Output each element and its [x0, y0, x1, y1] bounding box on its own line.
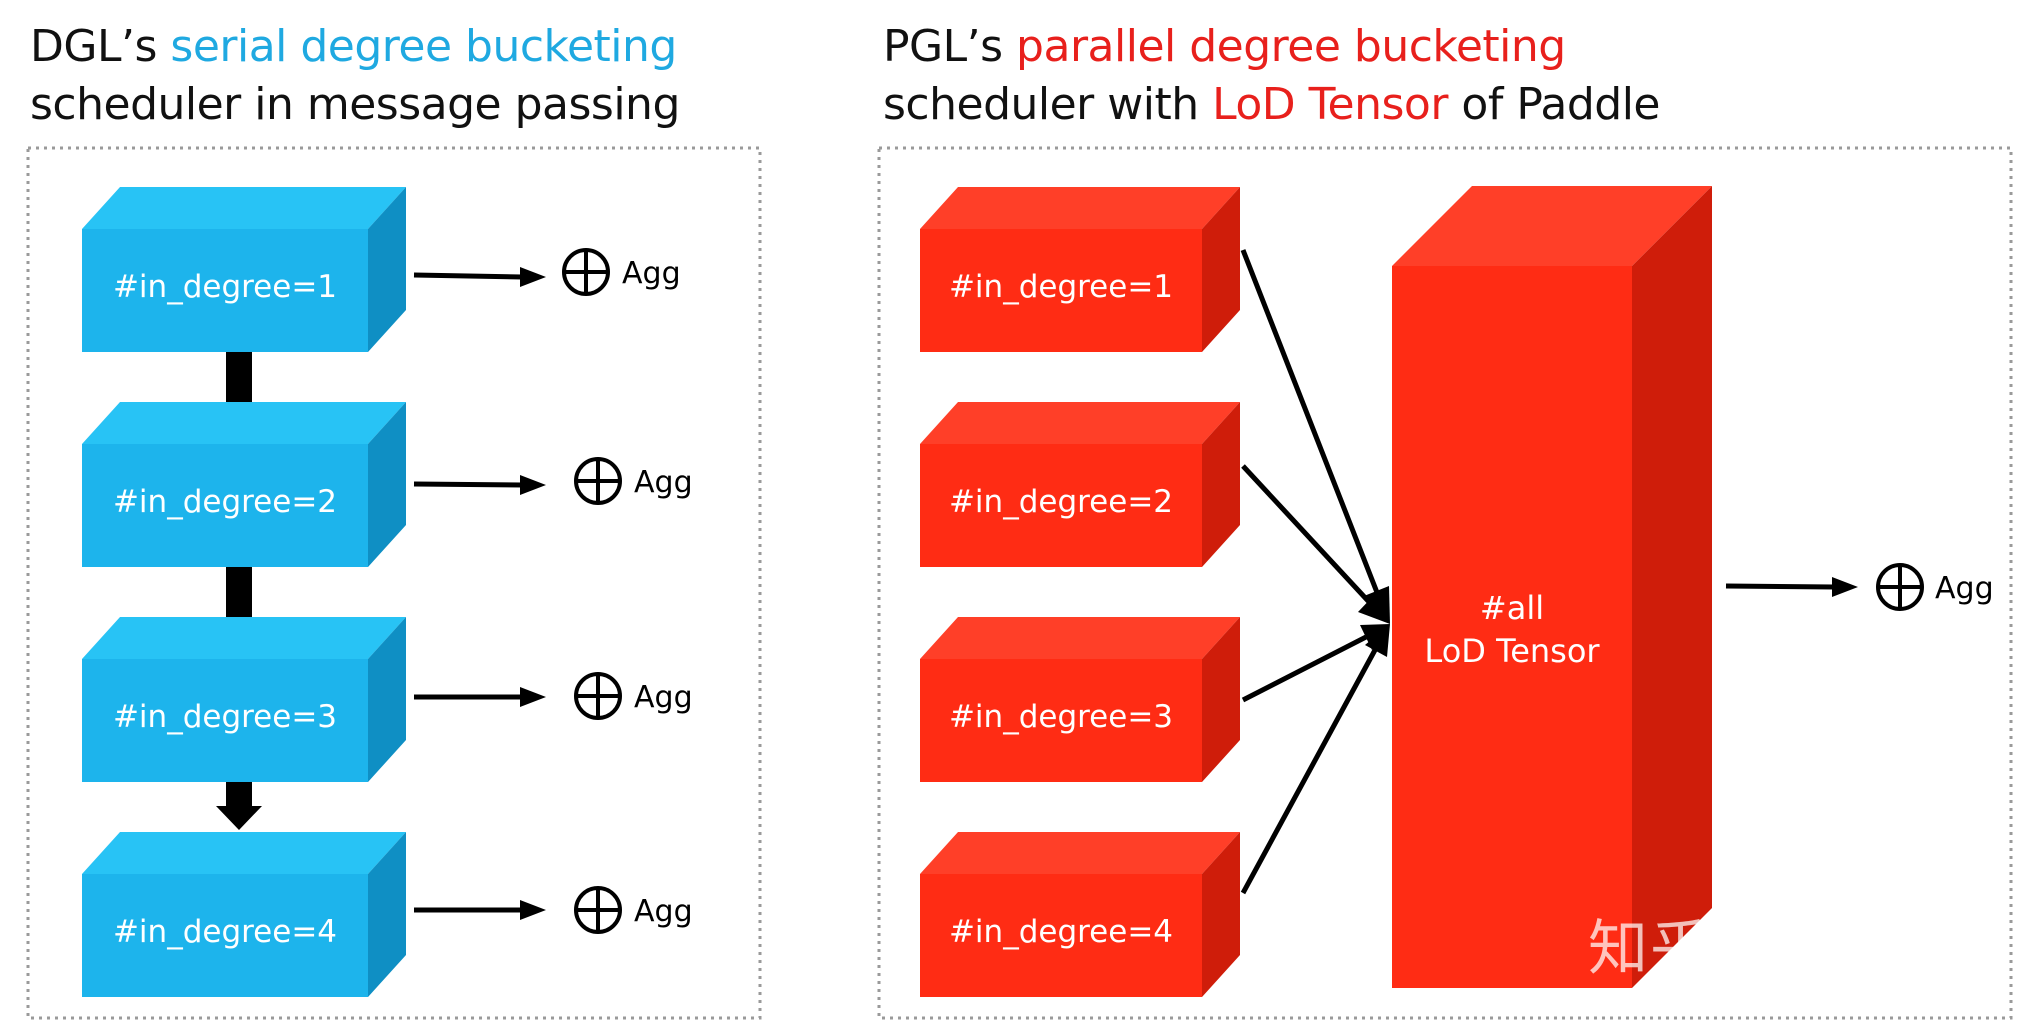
left-agg-2: Agg	[574, 457, 693, 505]
converge-arrow-1	[1240, 249, 1390, 624]
left-block-2: #in_degree=2	[82, 402, 406, 567]
right-title-prefix: PGL’s	[883, 21, 1017, 72]
right-block-3: #in_degree=3	[920, 617, 1240, 782]
left-agg-4: Agg	[574, 886, 693, 934]
right-title-line2-suffix: of Paddle	[1447, 79, 1660, 130]
right-block-2-label: #in_degree=2	[949, 484, 1173, 520]
left-panel-title: DGL’s serial degree bucketing scheduler …	[30, 18, 680, 134]
right-block-4: #in_degree=4	[920, 832, 1240, 997]
left-agg-arrow-2	[413, 475, 546, 495]
right-title-highlight: parallel degree bucketing	[1016, 21, 1566, 72]
lod-tensor-block: #all LoD Tensor	[1392, 186, 1712, 988]
left-block-2-label: #in_degree=2	[113, 484, 337, 520]
right-block-1-label: #in_degree=1	[949, 269, 1173, 305]
left-agg-arrow-4	[414, 900, 546, 920]
right-title-line2-highlight: LoD Tensor	[1212, 79, 1448, 130]
right-agg: Agg	[1876, 563, 1994, 611]
left-agg-1-label: Agg	[622, 256, 681, 291]
right-title-line-2: scheduler with LoD Tensor of Paddle	[883, 76, 1661, 134]
converge-arrow-2	[1241, 464, 1390, 624]
left-agg-3-label: Agg	[634, 680, 693, 715]
converge-arrow-4	[1240, 624, 1390, 895]
left-agg-arrow-3	[414, 687, 546, 707]
right-panel-title: PGL’s parallel degree bucketing schedule…	[883, 18, 1661, 134]
left-agg-3: Agg	[574, 672, 693, 720]
left-agg-1: Agg	[562, 248, 681, 296]
left-title-line-1: DGL’s serial degree bucketing	[30, 18, 680, 76]
left-block-3-label: #in_degree=3	[113, 699, 337, 735]
left-agg-2-label: Agg	[634, 465, 693, 500]
right-title-line2-prefix: scheduler with	[883, 79, 1213, 130]
right-panel-frame	[877, 146, 2013, 1020]
left-agg-4-label: Agg	[634, 894, 693, 929]
left-block-1-label: #in_degree=1	[113, 269, 337, 305]
right-block-2: #in_degree=2	[920, 402, 1240, 567]
left-block-1: #in_degree=1	[82, 187, 406, 352]
serial-arrow-3-4	[216, 780, 262, 830]
right-agg-arrow	[1725, 577, 1858, 597]
converging-arrows	[1240, 249, 1390, 895]
left-block-4: #in_degree=4	[82, 832, 406, 997]
right-block-1: #in_degree=1	[920, 187, 1240, 352]
right-agg-label: Agg	[1935, 571, 1994, 606]
oplus-icon	[574, 886, 622, 934]
serial-connectors	[216, 350, 262, 830]
left-title-line-2: scheduler in message passing	[30, 79, 680, 130]
oplus-icon	[562, 248, 610, 296]
right-block-3-label: #in_degree=3	[949, 699, 1173, 735]
left-panel-frame	[26, 146, 762, 1020]
lod-tensor-line-1: #all	[1480, 589, 1544, 627]
left-title-highlight: serial degree bucketing	[170, 21, 677, 72]
oplus-icon	[574, 672, 622, 720]
left-agg-arrow-1	[413, 267, 546, 287]
right-block-4-label: #in_degree=4	[949, 914, 1173, 950]
serial-connector-1-2	[226, 350, 252, 402]
left-agg-arrows	[413, 267, 546, 920]
right-title-line-1: PGL’s parallel degree bucketing	[883, 18, 1660, 76]
left-title-prefix: DGL’s	[30, 21, 171, 72]
oplus-icon	[1876, 563, 1924, 611]
oplus-icon	[574, 457, 622, 505]
serial-connector-2-3	[226, 565, 252, 617]
left-block-3: #in_degree=3	[82, 617, 406, 782]
left-block-4-label: #in_degree=4	[113, 914, 337, 950]
watermark: 知乎 @闫广庆	[1588, 914, 1982, 984]
lod-tensor-line-2: LoD Tensor	[1424, 632, 1600, 670]
